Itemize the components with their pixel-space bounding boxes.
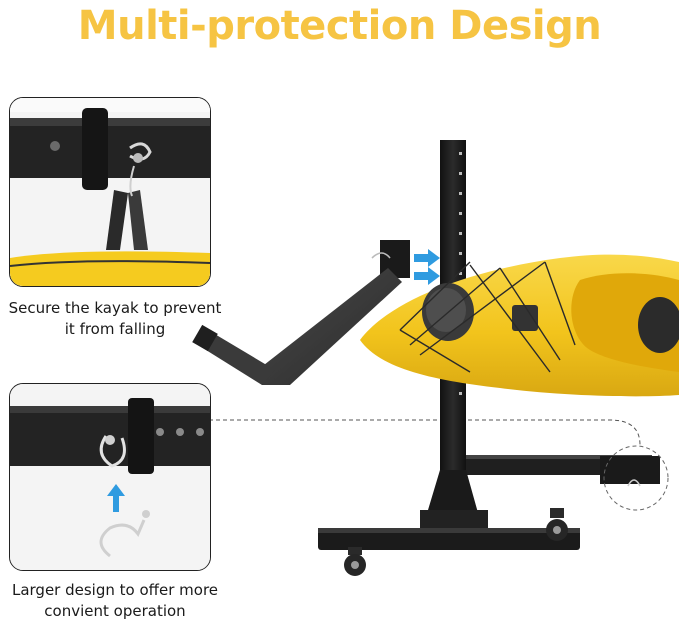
caster-wheel-right: [546, 508, 568, 541]
strap-hook-icon: [10, 98, 210, 286]
caption-pin-line-1: Larger design to offer more: [11, 581, 219, 599]
arrow-up-icon: [107, 484, 125, 512]
pin-clip-icon: [10, 384, 210, 570]
caster-wheel-left: [344, 547, 366, 576]
connector-line: [209, 419, 641, 446]
detail-panel-strap: [9, 97, 211, 287]
double-arrow-right-icon: [414, 249, 440, 285]
caption-strap-line-1: Secure the kayak to prevent: [8, 299, 222, 317]
caption-strap: Secure the kayak to prevent it from fall…: [0, 298, 230, 340]
rear-foot: [318, 528, 580, 550]
caption-pin: Larger design to offer more convient ope…: [0, 580, 230, 622]
detail-circle: [603, 445, 669, 511]
caption-strap-line-2: it from falling: [64, 320, 166, 338]
headline: Multi-protection Design: [77, 3, 602, 49]
detail-panel-pin: [9, 383, 211, 571]
kayak: [360, 254, 679, 397]
caption-pin-line-2: convient operation: [44, 602, 186, 620]
support-arm: [192, 268, 402, 385]
